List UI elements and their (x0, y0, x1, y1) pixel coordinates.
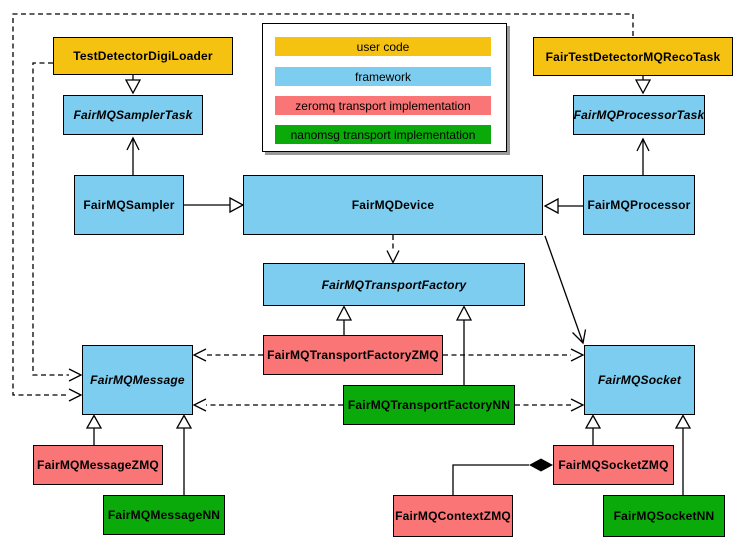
node-fairtestdetectormqrecotask: FairTestDetectorMQRecoTask (533, 37, 733, 76)
open-arrowhead-icon (570, 348, 585, 362)
open-arrowhead-icon (572, 329, 587, 345)
hollow-triangle-icon (124, 79, 142, 95)
node-fairmqsocketzmq: FairMQSocketZMQ (553, 445, 674, 485)
hollow-triangle-icon (335, 305, 353, 321)
legend-item-nanomsg: nanomsg transport implementation (275, 125, 491, 144)
node-fairmqprocessortask: FairMQProcessorTask (573, 95, 705, 135)
node-fairmqcontextzmq: FairMQContextZMQ (393, 495, 513, 537)
open-arrowhead-icon (636, 137, 650, 152)
open-arrowhead-icon (192, 348, 207, 362)
node-fairmqmessagezmq: FairMQMessageZMQ (33, 445, 163, 485)
node-fairmqdevice: FairMQDevice (243, 175, 543, 235)
open-arrowhead-icon (68, 388, 83, 402)
node-fairmqmessagenn: FairMQMessageNN (103, 495, 225, 535)
edge-device-socket (544, 235, 584, 344)
edge-digiloader-message-dashed (32, 62, 69, 376)
legend-item-framework: framework (275, 67, 491, 86)
legend: user code framework zeromq transport imp… (262, 23, 507, 152)
filled-diamond-icon (529, 458, 553, 472)
node-fairmqmessage: FairMQMessage (82, 345, 193, 415)
hollow-triangle-icon (634, 79, 652, 95)
hollow-triangle-icon (175, 414, 193, 429)
node-fairmqsocketnn: FairMQSocketNN (603, 495, 725, 537)
node-fairmqsocket: FairMQSocket (584, 345, 695, 415)
hollow-triangle-icon (229, 196, 245, 214)
legend-item-zeromq: zeromq transport implementation (275, 96, 491, 115)
node-fairmqtransportfactorynn: FairMQTransportFactoryNN (343, 385, 515, 425)
node-fairmqprocessor: FairMQProcessor (583, 175, 695, 235)
node-fairmqsamplertask: FairMQSamplerTask (63, 95, 203, 135)
hollow-triangle-icon (674, 414, 692, 429)
hollow-triangle-icon (455, 305, 473, 321)
open-arrowhead-icon (386, 250, 400, 264)
open-arrowhead-icon (126, 136, 140, 151)
node-fairmqtransportfactoryzmq: FairMQTransportFactoryZMQ (263, 335, 443, 375)
open-arrowhead-icon (192, 398, 207, 412)
hollow-triangle-icon (584, 414, 602, 429)
hollow-triangle-icon (543, 197, 559, 215)
legend-item-user-code: user code (275, 37, 491, 56)
node-fairmqtransportfactory: FairMQTransportFactory (263, 263, 525, 306)
node-fairmqsampler: FairMQSampler (74, 175, 184, 235)
edge-recotask-message-dashed (12, 13, 634, 396)
edge-contextzmq-socketzmq (452, 464, 529, 495)
open-arrowhead-icon (570, 398, 585, 412)
open-arrowhead-icon (68, 368, 83, 382)
hollow-triangle-icon (85, 414, 103, 429)
node-testdetectordigiloader: TestDetectorDigiLoader (53, 37, 233, 75)
